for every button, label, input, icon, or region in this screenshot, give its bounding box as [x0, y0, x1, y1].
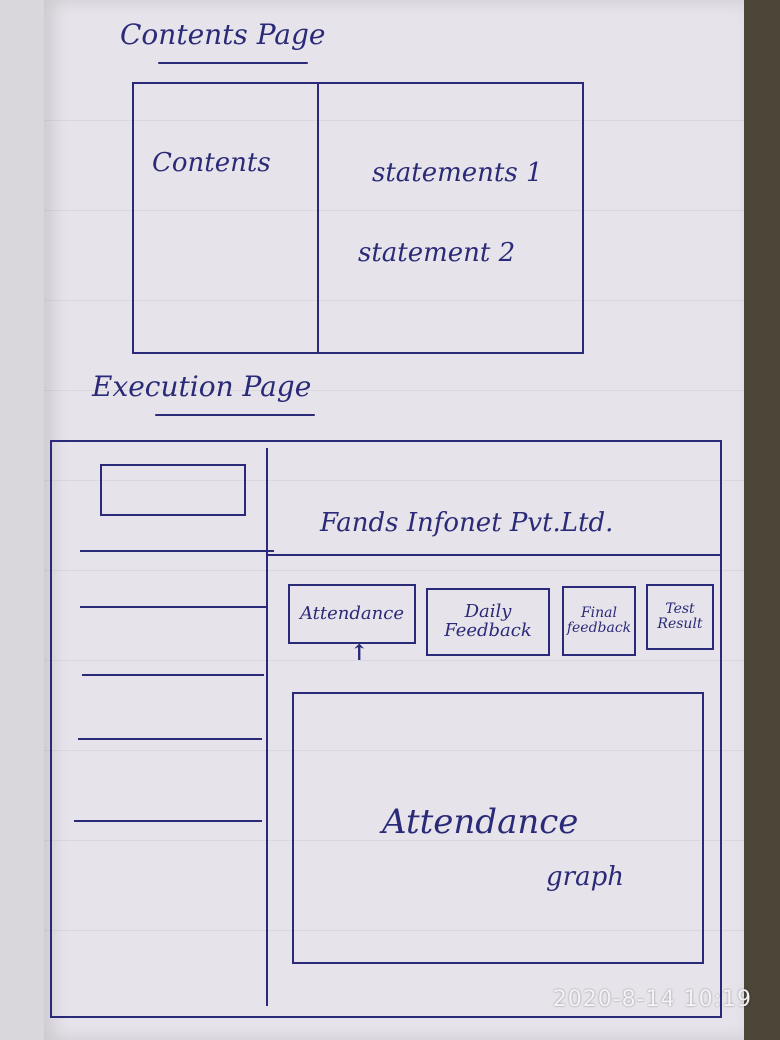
tab-test-result[interactable]: Test Result [646, 584, 714, 650]
graph-title-label: Attendance [382, 802, 579, 842]
logo-placeholder [100, 464, 246, 516]
sidebar-row-line-5 [74, 820, 262, 822]
photo-timestamp: 2020-8-14 10:19 [552, 987, 752, 1012]
sidebar-row-line-4 [78, 738, 262, 740]
contents-page-heading: Contents Page [120, 18, 326, 51]
graph-subtitle-label: graph [546, 862, 624, 892]
contents-page-wireframe [132, 82, 584, 354]
selected-tab-arrow-icon: ↑ [350, 640, 369, 666]
execution-heading-underline [155, 414, 315, 416]
statement-1-label: statements 1 [372, 158, 543, 188]
sidebar-row-line-2 [80, 606, 266, 608]
sidebar-row-line-3 [82, 674, 264, 676]
statement-2-label: statement 2 [358, 238, 516, 268]
company-name-label: Fands Infonet Pvt.Ltd. [320, 508, 614, 538]
contents-sidebar-label: Contents [152, 148, 271, 178]
tab-final-feedback[interactable]: Final feedback [562, 586, 636, 656]
notebook-page [44, 0, 744, 1040]
contents-heading-underline [158, 62, 308, 64]
tab-attendance[interactable]: Attendance [288, 584, 416, 644]
execution-page-wireframe [50, 440, 722, 1018]
tab-daily-feedback[interactable]: Daily Feedback [426, 588, 550, 656]
execution-header-divider [266, 554, 720, 556]
execution-page-heading: Execution Page [92, 370, 312, 403]
execution-sidebar-divider [266, 448, 268, 1006]
attendance-graph-panel [292, 692, 704, 964]
notebook-left-page [0, 0, 44, 1040]
sidebar-row-line-1 [80, 550, 274, 552]
contents-sidebar-divider [317, 84, 319, 352]
